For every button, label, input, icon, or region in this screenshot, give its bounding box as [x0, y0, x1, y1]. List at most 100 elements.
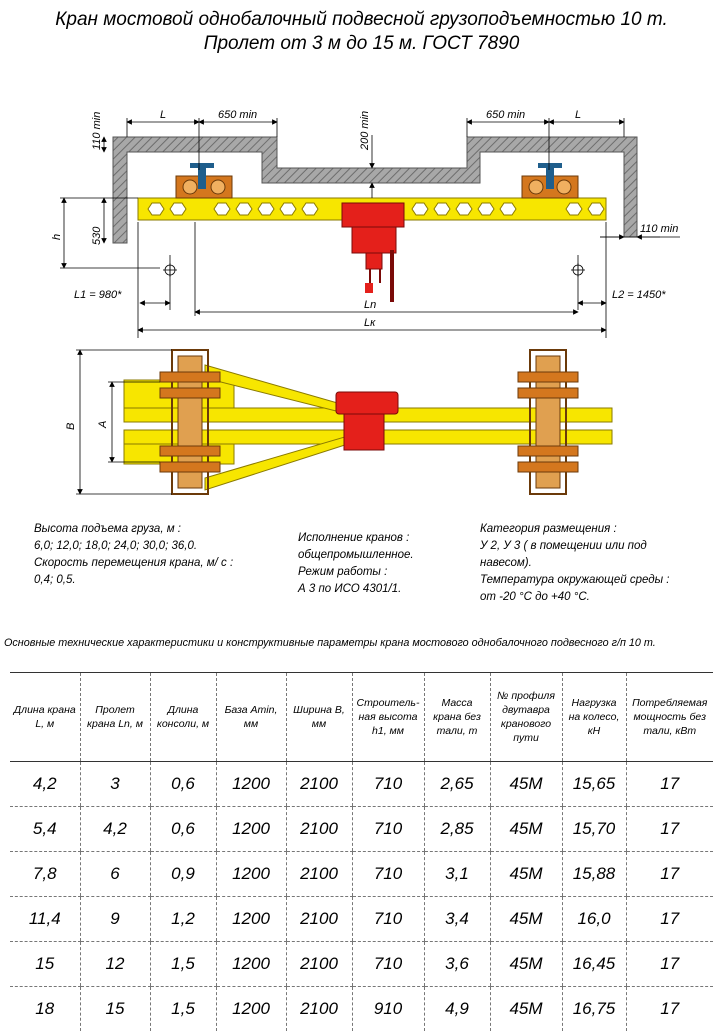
parameters-table: Длина крана L, м Пролет крана Ln, м Длин… — [10, 672, 713, 1031]
spec-line: Режим работы : — [298, 564, 414, 581]
table-cell: 5,4 — [10, 807, 80, 852]
dim-A: A — [97, 421, 109, 429]
table-caption: Основные технические характеристики и ко… — [4, 637, 719, 649]
table-cell: 45М — [490, 852, 562, 897]
table-cell: 0,6 — [150, 762, 216, 807]
table-cell: 1200 — [216, 942, 286, 987]
header-width: Ширина B, мм — [286, 673, 352, 762]
table-cell: 18 — [10, 987, 80, 1031]
table-cell: 17 — [626, 852, 713, 897]
table-cell: 1,5 — [150, 942, 216, 987]
table-cell: 3 — [80, 762, 150, 807]
dim-L-left: L — [160, 109, 166, 121]
specs-column-3: Категория размещения : У 2, У 3 ( в поме… — [480, 521, 669, 606]
spec-line: Высота подъема груза, м : — [34, 521, 233, 538]
spec-line: Температура окружающей среды : — [480, 572, 669, 589]
dim-530: 530 — [91, 226, 103, 245]
table-cell: 0,6 — [150, 807, 216, 852]
table-cell: 16,0 — [562, 897, 626, 942]
table-cell: 3,6 — [424, 942, 490, 987]
table-cell: 2100 — [286, 942, 352, 987]
table-cell: 17 — [626, 807, 713, 852]
table-cell: 45М — [490, 942, 562, 987]
table-cell: 45М — [490, 897, 562, 942]
table-cell: 710 — [352, 807, 424, 852]
dim-Lk: Lк — [364, 317, 376, 329]
crane-drawing: L 650 min 200 min 650 min L 110 min h 53… — [0, 0, 723, 520]
specs-column-2: Исполнение кранов : общепромышленное. Ре… — [298, 530, 414, 598]
table-cell: 17 — [626, 987, 713, 1031]
plan-view — [124, 350, 612, 494]
table-cell: 6 — [80, 852, 150, 897]
dim-650-right: 650 min — [486, 109, 525, 121]
spec-line: Исполнение кранов : — [298, 530, 414, 547]
header-mass: Масса крана без тали, т — [424, 673, 490, 762]
table-cell: 7,8 — [10, 852, 80, 897]
table-cell: 1200 — [216, 807, 286, 852]
dim-200: 200 min — [359, 111, 371, 151]
dim-650-left: 650 min — [218, 109, 257, 121]
table-cell: 15 — [80, 987, 150, 1031]
table-cell: 16,45 — [562, 942, 626, 987]
header-power: Потребляемая мощность без тали, кВт — [626, 673, 713, 762]
table-cell: 12 — [80, 942, 150, 987]
table-cell: 15,70 — [562, 807, 626, 852]
table-cell: 2,65 — [424, 762, 490, 807]
dim-110-top: 110 min — [91, 112, 103, 150]
table-cell: 710 — [352, 762, 424, 807]
table-cell: 710 — [352, 897, 424, 942]
table-cell: 17 — [626, 942, 713, 987]
table-cell: 1200 — [216, 762, 286, 807]
table-cell: 3,4 — [424, 897, 490, 942]
spec-line: от -20 °С до +40 °С. — [480, 589, 669, 606]
table-cell: 4,2 — [80, 807, 150, 852]
header-wheel-load: Нагрузка на колесо, кН — [562, 673, 626, 762]
table-cell: 2,85 — [424, 807, 490, 852]
header-crane-length: Длина крана L, м — [10, 673, 80, 762]
dim-L-right: L — [575, 109, 581, 121]
table-cell: 2100 — [286, 762, 352, 807]
header-console-length: Длина консоли, м — [150, 673, 216, 762]
table-cell: 910 — [352, 987, 424, 1031]
dim-L2: L2 = 1450* — [612, 289, 666, 301]
table-cell: 2100 — [286, 852, 352, 897]
left-end-carriage — [176, 163, 232, 198]
table-cell: 2100 — [286, 807, 352, 852]
table-cell: 4,2 — [10, 762, 80, 807]
specs-column-1: Высота подъема груза, м : 6,0; 12,0; 18,… — [34, 521, 233, 589]
table-cell: 4,9 — [424, 987, 490, 1031]
table-cell: 9 — [80, 897, 150, 942]
table-cell: 1,5 — [150, 987, 216, 1031]
table-cell: 16,75 — [562, 987, 626, 1031]
table-cell: 11,4 — [10, 897, 80, 942]
header-base: База Amin, мм — [216, 673, 286, 762]
electric-hoist — [342, 203, 404, 302]
spec-line: У 2, У 3 ( в помещении или под — [480, 538, 669, 555]
header-build-height: Строитель-ная высота h1, мм — [352, 673, 424, 762]
dim-Ln: Ln — [364, 299, 376, 311]
table-cell: 45М — [490, 762, 562, 807]
table-cell: 15,88 — [562, 852, 626, 897]
spec-line: общепромышленное. — [298, 547, 414, 564]
table-cell: 17 — [626, 897, 713, 942]
table-cell: 45М — [490, 807, 562, 852]
table-cell: 1200 — [216, 897, 286, 942]
spec-line: 6,0; 12,0; 18,0; 24,0; 30,0; 36,0. — [34, 538, 233, 555]
table-header-row: Длина крана L, м Пролет крана Ln, м Длин… — [10, 673, 713, 762]
spec-line: Скорость перемещения крана, м/ с : — [34, 555, 233, 572]
table-cell: 1200 — [216, 987, 286, 1031]
dim-110-right: 110 min — [640, 223, 678, 235]
table-cell: 3,1 — [424, 852, 490, 897]
table-cell: 1,2 — [150, 897, 216, 942]
table-cell: 2100 — [286, 987, 352, 1031]
dim-L1: L1 = 980* — [74, 289, 122, 301]
table-cell: 1200 — [216, 852, 286, 897]
right-end-carriage — [522, 163, 578, 198]
table-cell: 710 — [352, 942, 424, 987]
